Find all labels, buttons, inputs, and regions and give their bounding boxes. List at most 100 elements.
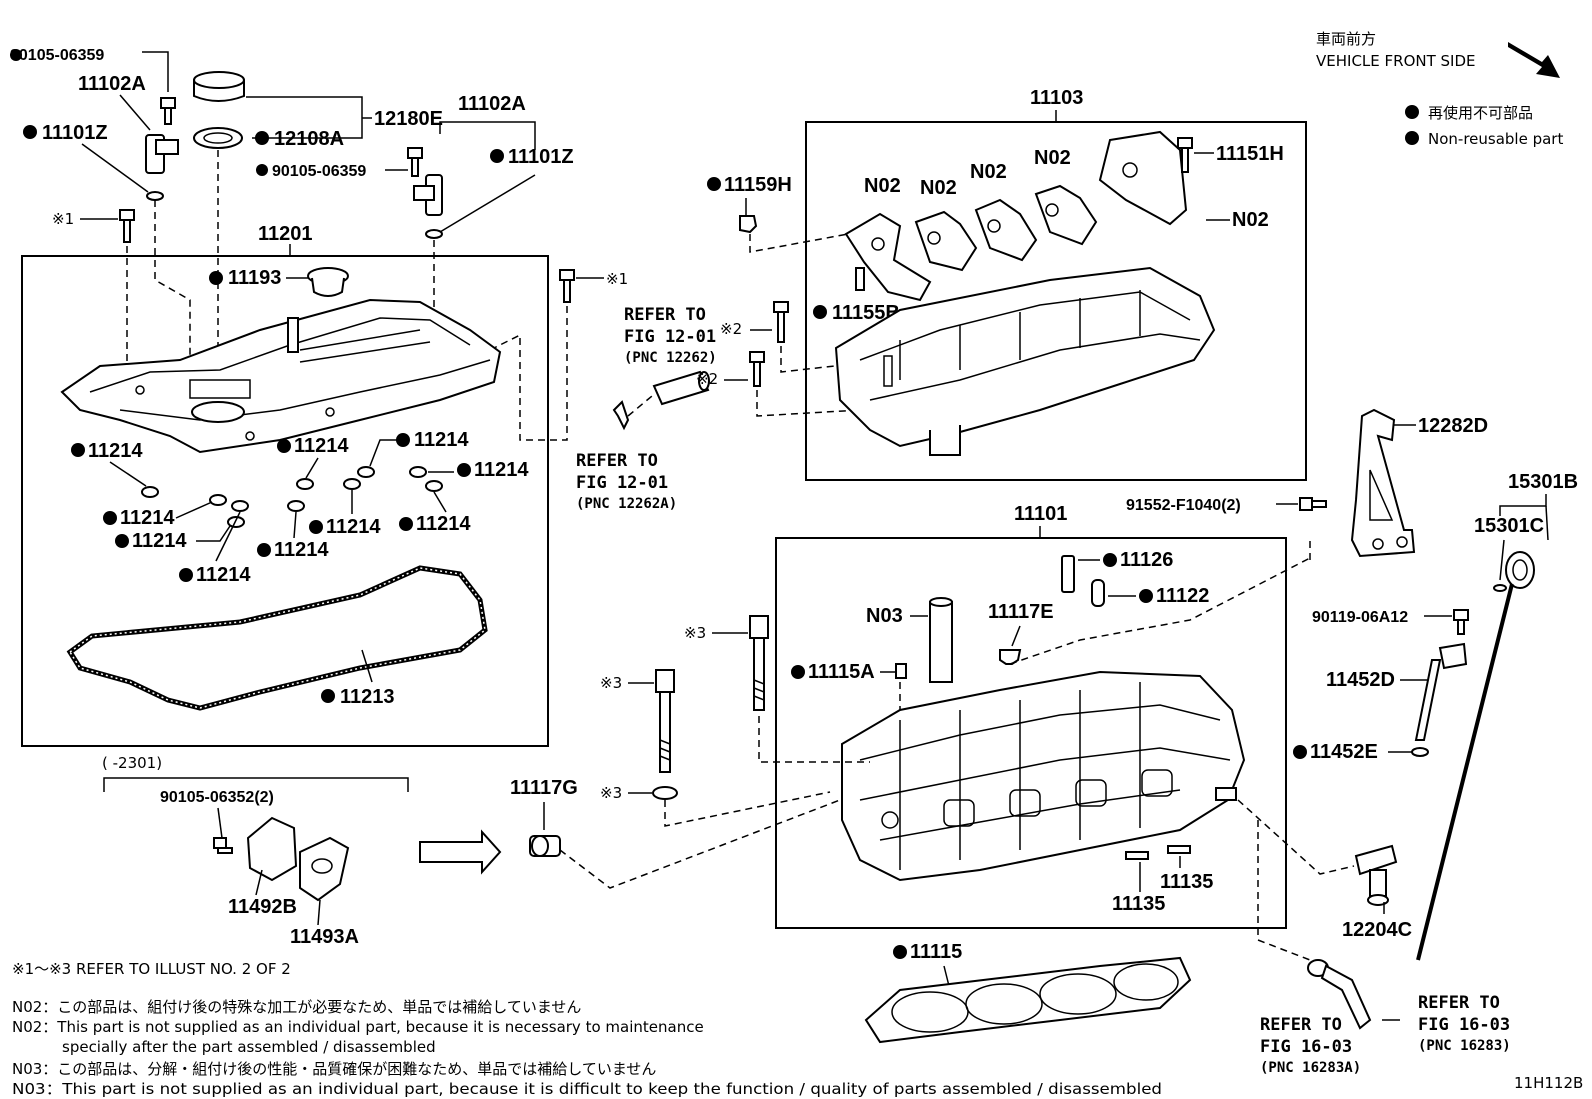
pin-icon-5 <box>1125 851 1149 860</box>
part-15301B-label[interactable]: 15301B <box>1508 471 1578 493</box>
refer-fig-label-3[interactable]: FIG 16-03 <box>1260 1037 1352 1057</box>
part-11214-label-8[interactable]: 11214 <box>416 513 471 535</box>
mark-2-label: ※2 <box>720 320 742 338</box>
part-11115A-label[interactable]: 11115A <box>808 661 875 683</box>
part-11452E-label[interactable]: 11452E <box>1310 741 1378 763</box>
part-11493A-label[interactable]: 11493A <box>290 926 359 948</box>
ventilation-hose-icon <box>1307 959 1372 1030</box>
plug-seal-icon <box>409 466 427 478</box>
legend-en: Non-reusable part <box>1428 130 1563 148</box>
refer-fig-label-1[interactable]: FIG 12-01 <box>624 327 716 347</box>
part-11492B-label[interactable]: 11492B <box>228 896 297 918</box>
N02-label-3: N02 <box>970 161 1007 183</box>
part-90105-06352-label[interactable]: 90105-06352(2) <box>160 789 274 806</box>
part-11126-label[interactable]: 11126 <box>1120 549 1173 571</box>
cap-gasket-icon <box>193 127 243 149</box>
bolt-icon-7 <box>773 301 789 343</box>
camshaft-housing-icon <box>834 266 1216 456</box>
clip-icon <box>612 400 630 431</box>
part-11213-label[interactable]: 11213 <box>340 686 395 708</box>
part-11101Z-label-2[interactable]: 11101Z <box>508 146 574 168</box>
mark-3-label: ※3 <box>684 624 706 642</box>
part-11101Z-label[interactable]: 11101Z <box>42 122 108 144</box>
part-11214-label-2[interactable]: 11214 <box>120 507 175 529</box>
guide-line <box>1237 799 1355 875</box>
part-12204C-label[interactable]: 12204C <box>1342 919 1412 941</box>
guide-line <box>627 395 653 417</box>
refer-pnc-label-3: (PNC 16283A) <box>1260 1060 1361 1076</box>
part-11151H-label[interactable]: 11151H <box>1216 143 1284 165</box>
leader-line <box>81 143 149 193</box>
part-11214-label-10[interactable]: 11214 <box>274 539 329 561</box>
part-11102A-label[interactable]: 11102A <box>78 73 146 95</box>
camshaft-bearing-cap-icon <box>844 130 1188 302</box>
legend-dot-icon <box>1405 105 1419 119</box>
part-11214-label-5[interactable]: 11214 <box>294 435 349 457</box>
pin-icon-2 <box>1061 555 1075 593</box>
bolt-icon-9 <box>1299 497 1327 511</box>
non-reusable-dot-icon <box>321 689 335 703</box>
part-90105-06359-label[interactable]: 90105-06359 <box>10 47 104 64</box>
non-reusable-dot-icon <box>791 665 805 679</box>
part-11214-label-7[interactable]: 11214 <box>474 459 529 481</box>
guide-line <box>664 791 831 827</box>
part-11103-label[interactable]: 11103 <box>1030 87 1083 109</box>
part-90119-label[interactable]: 90119-06A12 <box>1312 609 1408 626</box>
part-11135-label-2[interactable]: 11135 <box>1112 893 1165 915</box>
o-ring-icon-3 <box>1493 584 1507 592</box>
part-11214-label-9[interactable]: 11214 <box>326 516 381 538</box>
part-11155B-label[interactable]: 11155B <box>832 302 900 324</box>
guide-line <box>756 390 861 417</box>
part-11193-label[interactable]: 11193 <box>228 267 281 289</box>
part-12108A-label[interactable]: 12108A <box>274 128 344 150</box>
part-11102A-label-2[interactable]: 11102A <box>458 93 526 115</box>
part-91552-label[interactable]: 91552-F1040(2) <box>1126 497 1241 514</box>
part-11214-label-4[interactable]: 11214 <box>196 564 251 586</box>
part-11159H-label[interactable]: 11159H <box>724 174 792 196</box>
part-11117G-label[interactable]: 11117G <box>510 777 578 799</box>
non-reusable-dot-icon <box>10 49 22 61</box>
part-11135-label-1[interactable]: 11135 <box>1160 871 1213 893</box>
note-line-1: ※1～※3 REFER TO ILLUST NO. 2 OF 2 <box>12 960 291 978</box>
diagram-id: 11H112B <box>1514 1074 1583 1092</box>
oil-filler-cap-icon <box>193 71 245 102</box>
refer-fig-label-2[interactable]: FIG 12-01 <box>576 473 668 493</box>
part-11452D-label[interactable]: 11452D <box>1326 669 1395 691</box>
non-reusable-dot-icon <box>209 271 223 285</box>
refer-fig-label-4[interactable]: FIG 16-03 <box>1418 1015 1510 1035</box>
part-11201-label[interactable]: 11201 <box>258 223 313 245</box>
part-15301C-label[interactable]: 15301C <box>1474 515 1544 537</box>
part-11117E-label[interactable]: 11117E <box>988 601 1054 623</box>
part-12282D-label[interactable]: 12282D <box>1418 415 1488 437</box>
pin-icon-3 <box>1091 579 1105 607</box>
hanger-bracket-icon <box>1350 408 1416 558</box>
part-11214-label-1[interactable]: 11214 <box>88 440 143 462</box>
part-90105-06359-label-2[interactable]: 90105-06359 <box>272 163 366 180</box>
pipe-icon <box>652 370 710 406</box>
range-label: ( -2301) <box>102 754 162 772</box>
non-reusable-dot-icon <box>707 177 721 191</box>
pin-icon-6 <box>1167 845 1191 854</box>
cover-gasket-icon <box>66 565 488 711</box>
note-line-3: N02：This part is not supplied as an indi… <box>12 1018 704 1036</box>
part-12180E-label[interactable]: 12180E <box>374 108 443 130</box>
legend-jp: 再使用不可部品 <box>1428 104 1533 122</box>
plug-seal-icon <box>287 500 305 512</box>
plug-seal-icon <box>227 516 245 528</box>
non-reusable-dot-icon <box>277 439 291 453</box>
oil-level-gauge-icon <box>1416 551 1535 961</box>
range-bracket <box>103 777 409 792</box>
part-11115-label[interactable]: 11115 <box>910 941 962 963</box>
non-reusable-dot-icon <box>490 149 504 163</box>
part-11101-label[interactable]: 11101 <box>1014 503 1067 525</box>
non-reusable-dot-icon <box>1139 589 1153 603</box>
part-11122-label[interactable]: 11122 <box>1156 585 1209 607</box>
part-11214-label-3[interactable]: 11214 <box>132 530 187 552</box>
non-reusable-dot-icon <box>457 463 471 477</box>
mark-1-label-2: ※1 <box>606 270 628 288</box>
part-11214-label-6[interactable]: 11214 <box>414 429 469 451</box>
arrow-right-icon <box>419 829 502 875</box>
pin-icon <box>855 267 865 291</box>
front-label-jp: 車両前方 <box>1316 30 1376 48</box>
bolt-icon-2 <box>407 147 423 177</box>
